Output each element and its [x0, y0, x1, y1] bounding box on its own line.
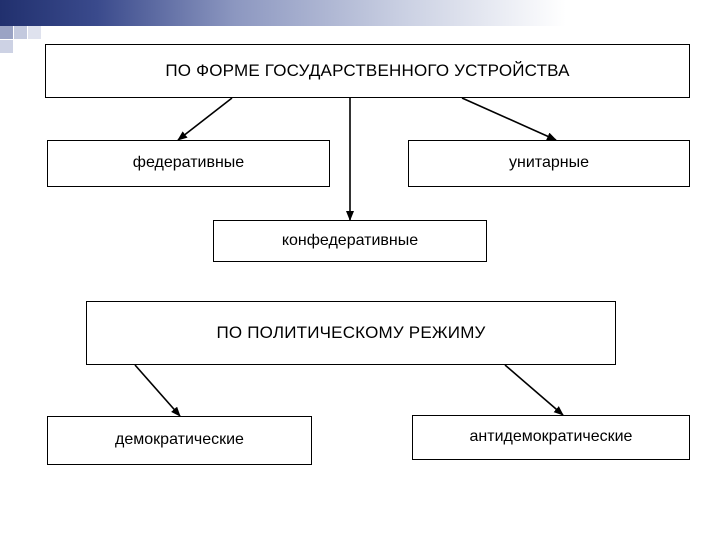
node-title-political-regime[interactable]: ПО ПОЛИТИЧЕСКОМУ РЕЖИМУ — [86, 301, 616, 365]
node-label: унитарные — [509, 154, 589, 172]
decorative-square-1 — [0, 26, 13, 39]
decorative-square-3 — [28, 26, 41, 39]
node-label: конфедеративные — [281, 231, 419, 249]
node-antidemocratic[interactable]: антидемократические — [412, 415, 690, 460]
node-title-form-of-government[interactable]: ПО ФОРМЕ ГОСУДАРСТВЕННОГО УСТРОЙСТВА — [45, 44, 690, 98]
decorative-gradient-bar — [0, 0, 690, 26]
decorative-square-2 — [14, 26, 27, 39]
node-label: федеративные — [132, 154, 245, 172]
node-confederative[interactable]: конфедеративные — [213, 220, 487, 262]
node-federative[interactable]: федеративные — [47, 140, 330, 187]
node-democratic[interactable]: демократические — [47, 416, 312, 465]
node-label: ПО ПОЛИТИЧЕСКОМУ РЕЖИМУ — [216, 323, 486, 343]
decorative-square-4 — [0, 40, 13, 53]
node-unitary[interactable]: унитарные — [408, 140, 690, 187]
node-label: демократические — [115, 431, 244, 449]
node-label: антидемократические — [469, 428, 633, 446]
node-label: ПО ФОРМЕ ГОСУДАРСТВЕННОГО УСТРОЙСТВА — [165, 61, 570, 81]
